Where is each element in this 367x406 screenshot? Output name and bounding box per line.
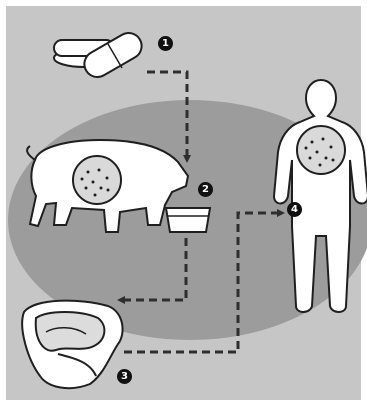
step-4-badge: 4	[287, 202, 302, 217]
food-bowl-icon	[166, 208, 210, 232]
step-3-badge: 3	[117, 369, 132, 384]
step-1-badge: 1	[158, 36, 173, 51]
step-2-badge: 2	[198, 182, 213, 197]
